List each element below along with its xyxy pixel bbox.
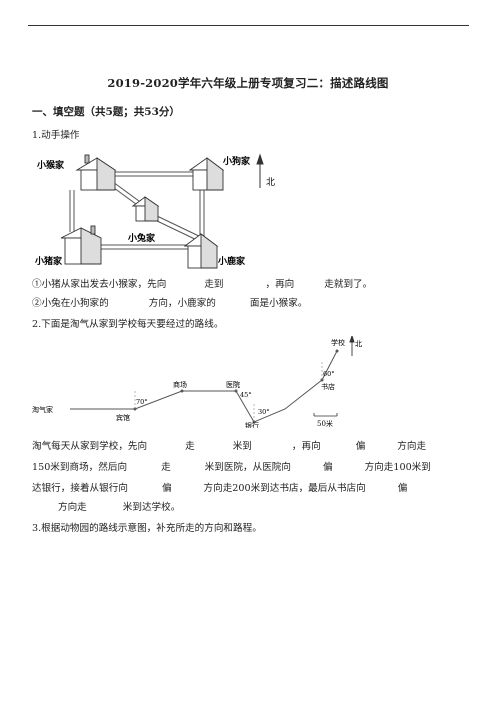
label-dog-house: 小狗家	[222, 155, 251, 167]
q2-route-map: 北 淘气家 宾馆 商场 医院 银行 书店 学校 70° 45° 30° 60° …	[32, 336, 362, 428]
house-pig-icon	[60, 225, 102, 265]
q2-line-4: 方向走米到达学校。	[58, 502, 181, 513]
q3-label: 3.根据动物园的路线示意图，补充所走的方向和路程。	[32, 523, 262, 534]
angle-label-45: 45°	[240, 391, 252, 399]
scale-label: 50米	[317, 419, 333, 428]
map-bookstore-label: 书店	[321, 382, 335, 391]
map-home-label: 淘气家	[32, 405, 53, 414]
q2-line-1: 淘气每天从家到学校，先向走米到，再向偏方向走	[32, 441, 427, 452]
angle-label-60: 60°	[323, 370, 335, 378]
scale-bar	[313, 413, 338, 417]
angle-label-30: 30°	[258, 408, 270, 416]
map-school-label: 学校	[331, 338, 345, 347]
q1-line-2: ②小兔在小狗家的方向，小鹿家的面是小猴家。	[32, 298, 308, 309]
north-arrow-icon	[256, 153, 264, 188]
map-hospital-label: 医院	[226, 380, 240, 389]
q1-label: 1.动手操作	[32, 130, 80, 141]
q2-line-3: 达银行，接着从银行向偏方向走200米到达书店，最后从书店向偏	[32, 483, 408, 494]
label-rabbit-house: 小兔家	[127, 232, 156, 244]
map-north-label: 北	[355, 340, 362, 348]
house-dog-icon	[188, 157, 225, 191]
house-monkey-icon	[75, 154, 117, 191]
q1-line-1: ①小猪从家出发去小猴家，先向走到，再向走就到了。	[32, 279, 373, 290]
page-title: 2019-2020学年六年级上册专项复习二：描述路线图	[107, 76, 389, 90]
header-rule	[28, 25, 469, 26]
label-pig-house: 小猪家	[35, 255, 63, 267]
house-deer-icon	[183, 233, 219, 269]
q2-line-2: 150米到商场，然后向走米到医院，从医院向偏方向走100米到	[32, 462, 431, 473]
q2-label: 2.下面是淘气从家到学校每天要经过的路线。	[32, 319, 224, 330]
q1-house-map: 小猴家 小狗家 小兔家 小猪家 小鹿家 北	[35, 153, 275, 269]
label-deer-house: 小鹿家	[217, 255, 246, 267]
section-heading: 一、填空题（共5题；共53分）	[32, 106, 180, 118]
map-bank-label: 银行	[245, 421, 259, 428]
north-label: 北	[266, 177, 275, 188]
map-mall-label: 商场	[173, 380, 187, 389]
house-rabbit-icon	[131, 196, 160, 222]
angle-label-70: 70°	[136, 398, 148, 406]
map-hotel-label: 宾馆	[116, 413, 130, 422]
north-arrow-icon	[349, 336, 355, 356]
label-monkey-house: 小猴家	[36, 159, 65, 171]
